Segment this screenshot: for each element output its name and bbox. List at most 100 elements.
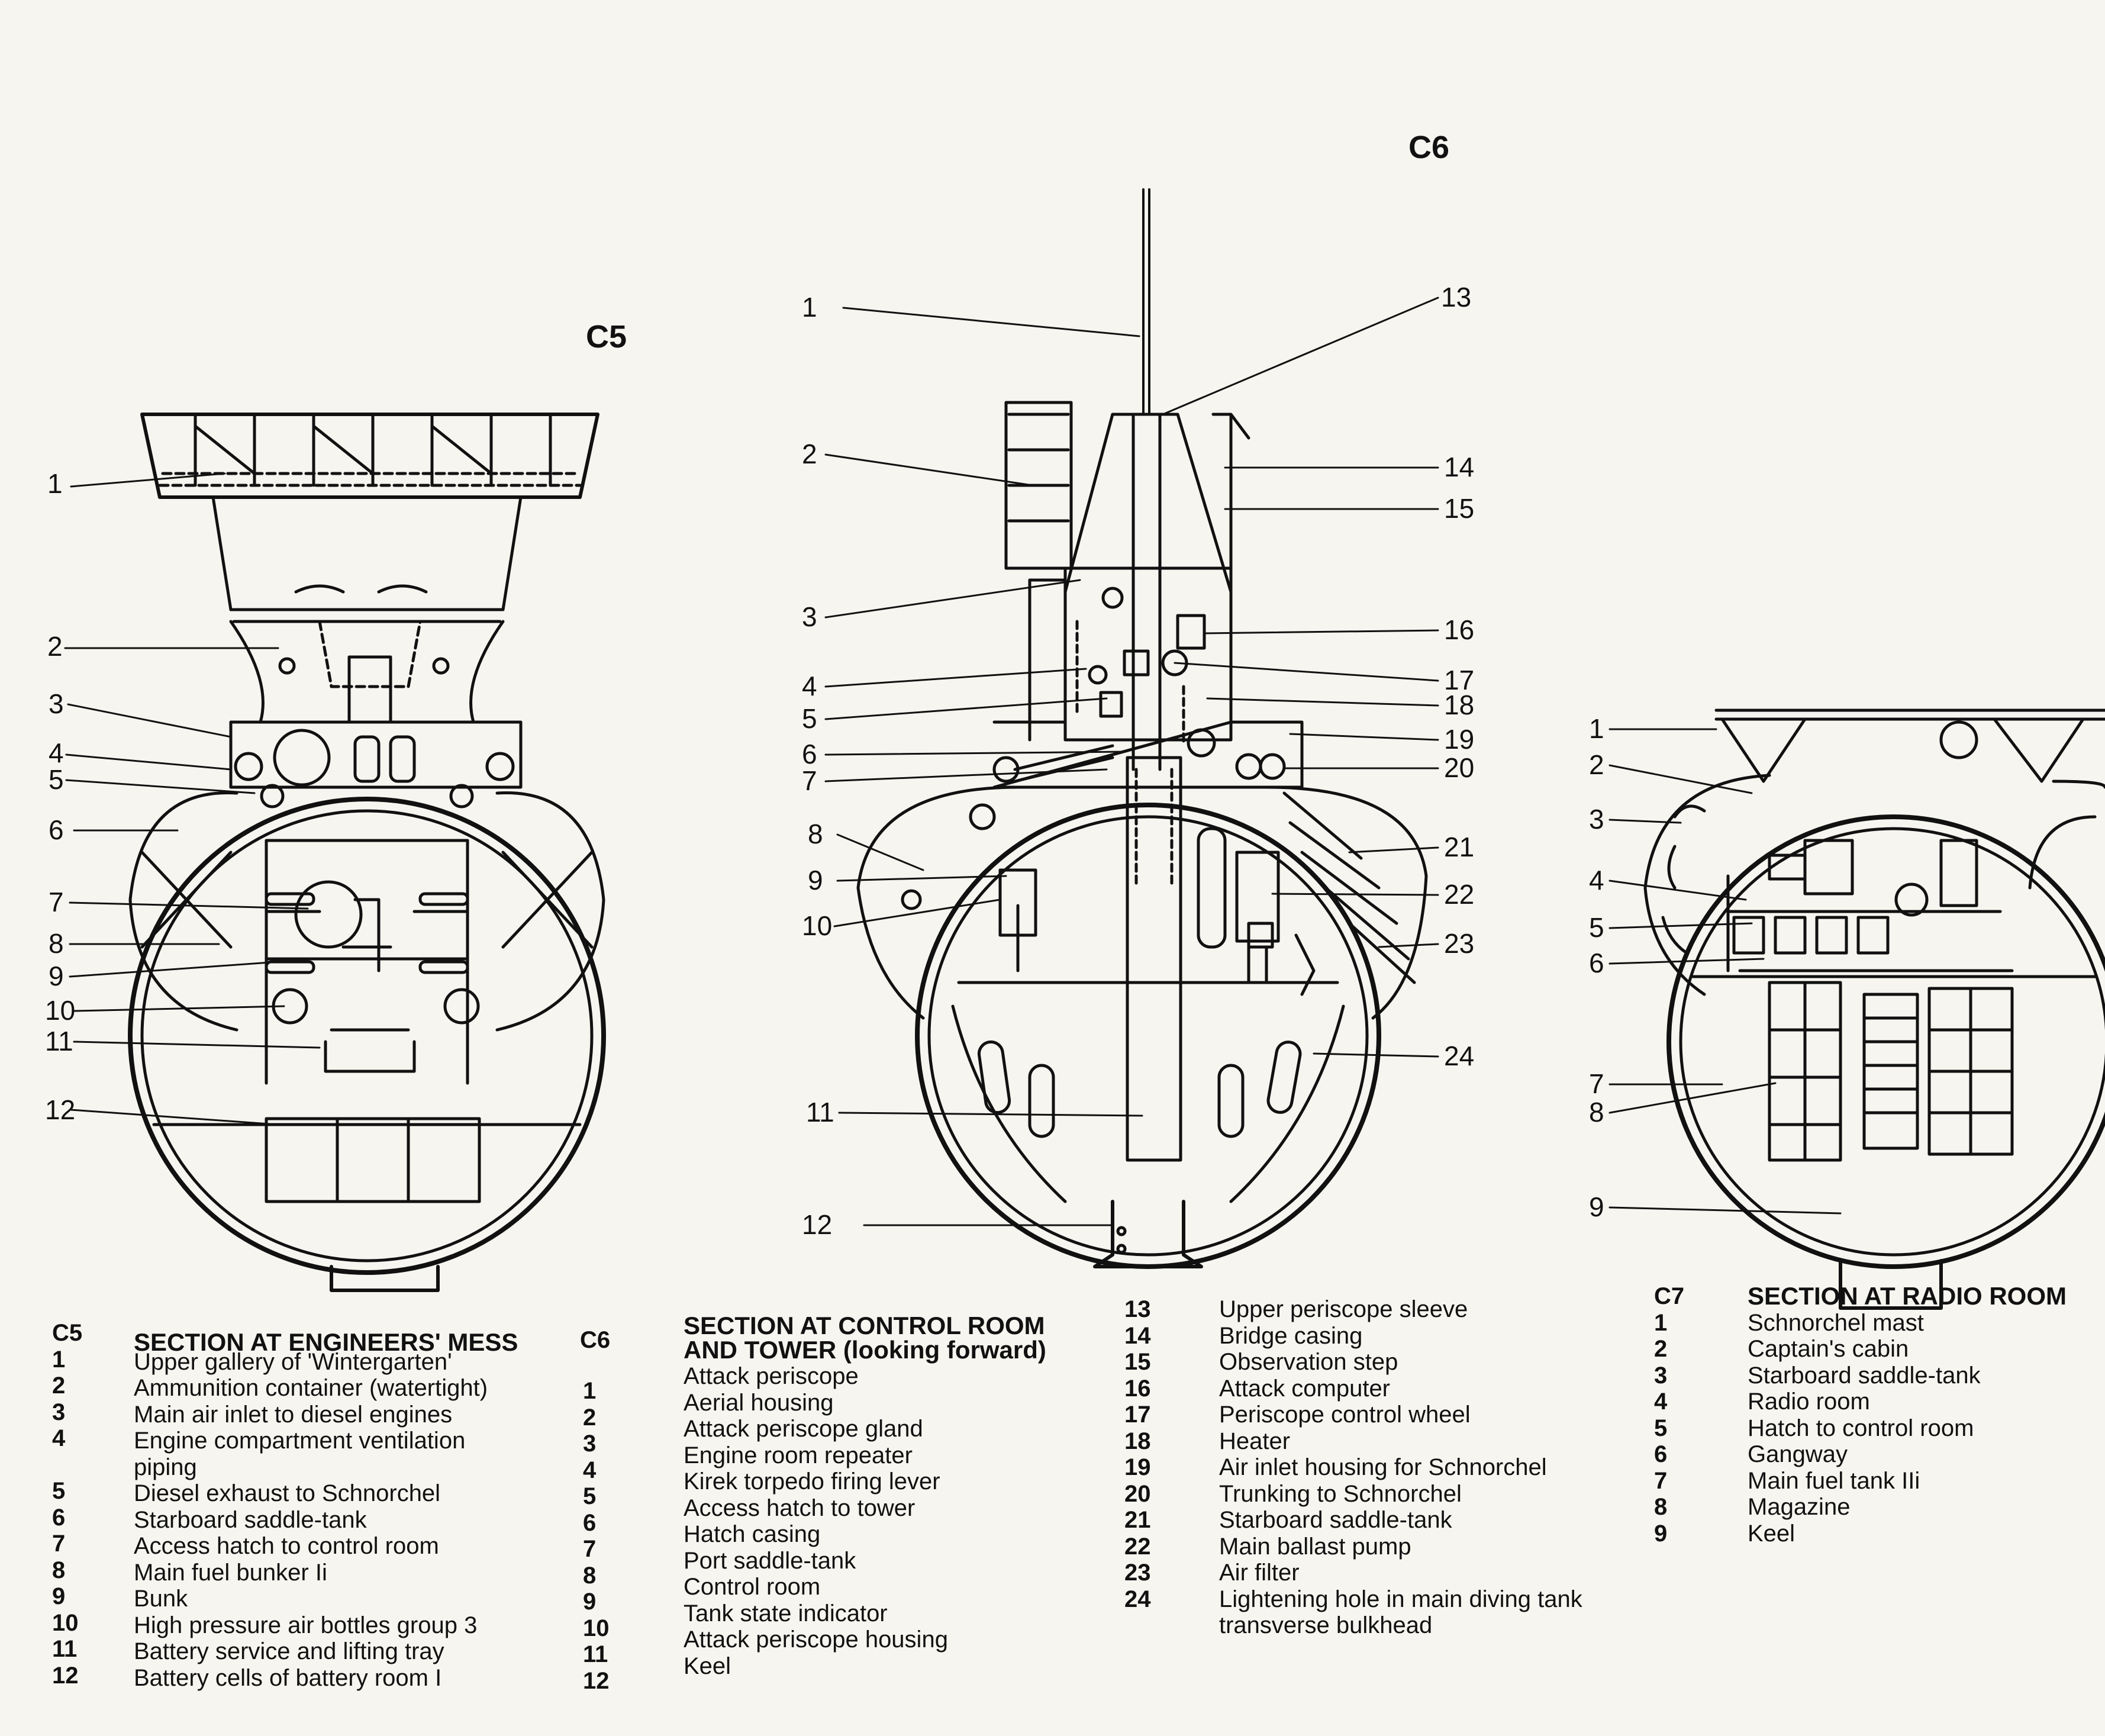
c6a-legend-number: 3 <box>583 1431 597 1457</box>
c5-callout-6: 6 <box>49 814 64 845</box>
c7-callout-7: 7 <box>1589 1068 1604 1099</box>
c5-legend-number: 7 <box>52 1531 66 1557</box>
c6b-legend-label: Attack computer <box>1219 1375 1391 1402</box>
c7-legend-label: Starboard saddle-tank <box>1748 1362 1981 1389</box>
c6a-legend-label: Aerial housing <box>684 1389 834 1416</box>
c6b-legend-number: 19 <box>1124 1454 1151 1480</box>
c6a-legend-number: 6 <box>583 1509 597 1536</box>
c7-callout-2: 2 <box>1589 749 1604 780</box>
c7-callout-8: 8 <box>1589 1097 1604 1128</box>
c6b-legend-label: Main ballast pump <box>1219 1533 1411 1560</box>
c7-callout-9: 9 <box>1589 1191 1604 1222</box>
c7-legend-number: 4 <box>1654 1389 1668 1415</box>
c5-callout-7: 7 <box>49 887 64 917</box>
c6b-legend-label: Periscope control wheel <box>1219 1402 1471 1428</box>
c6a-legend-label: Hatch casing <box>684 1521 821 1547</box>
c6b-legend-number: 22 <box>1124 1533 1151 1560</box>
c5-callout-2: 2 <box>47 631 63 662</box>
c6a-legend-number: 5 <box>583 1483 597 1509</box>
c6a-legend-number: 11 <box>583 1641 608 1667</box>
c6b-legend-number: 15 <box>1124 1349 1151 1375</box>
c7-callout-3: 3 <box>1589 804 1604 835</box>
c5-legend-label: Ammunition container (watertight) <box>134 1375 488 1401</box>
c6b-legend-number: 21 <box>1124 1507 1151 1533</box>
c7-callout-1: 1 <box>1589 713 1604 744</box>
c5-callout-4: 4 <box>49 737 64 768</box>
c5-legend-number: 12 <box>52 1662 79 1689</box>
c5-legend-number <box>52 1452 134 1479</box>
c7-legend-label: Schnorchel mast <box>1748 1309 1924 1336</box>
c5-legend-label: High pressure air bottles group 3 <box>134 1612 478 1638</box>
c7-legend-number: 8 <box>1654 1494 1668 1520</box>
c5-legend-label: piping <box>134 1454 197 1480</box>
c6-callout-14: 14 <box>1444 452 1475 482</box>
c6a-legend-number: 2 <box>583 1404 597 1431</box>
c5-legend-number: 3 <box>52 1399 66 1425</box>
c5-callout-12: 12 <box>45 1094 76 1125</box>
c6-cross-section <box>856 188 1428 1269</box>
c7-legend-number: 6 <box>1654 1441 1668 1467</box>
c6-callout-23: 23 <box>1444 928 1475 959</box>
c7-callout-4: 4 <box>1589 865 1604 896</box>
c5-legend-title: SECTION AT ENGINEERS' MESS <box>134 1328 518 1356</box>
c6a-legend-label: Port saddle-tank <box>684 1547 856 1574</box>
c5-legend-number: 9 <box>52 1583 66 1609</box>
c7-legend-id: C7 <box>1654 1283 1685 1309</box>
c5-legend-label: Access hatch to control room <box>134 1533 439 1559</box>
c5-legend-number: 8 <box>52 1557 66 1583</box>
c6-callout-6: 6 <box>802 739 817 769</box>
c6a-legend-number: 9 <box>583 1589 597 1615</box>
c5-legend-labels: Upper gallery of 'Wintergarten'Ammunitio… <box>134 1349 518 1692</box>
c6a-legend-number: 8 <box>583 1562 597 1589</box>
c6b-legend-number: 18 <box>1124 1428 1151 1454</box>
c6b-legend-number: 23 <box>1124 1560 1151 1586</box>
c5-callout-9: 9 <box>49 961 64 991</box>
c6-callout-20: 20 <box>1444 752 1475 783</box>
c6a-legend-label: Keel <box>684 1653 731 1679</box>
c5-legend-label: Battery cells of battery room I <box>134 1664 442 1691</box>
c7-legend-label: Hatch to control room <box>1748 1415 1974 1441</box>
c6-callout-22: 22 <box>1444 879 1475 910</box>
c5-callout-11: 11 <box>45 1026 73 1057</box>
c6a-legend-label: Attack periscope gland <box>684 1416 923 1442</box>
c6a-legend-label: Control room <box>684 1574 821 1600</box>
c6-callout-5: 5 <box>802 703 817 734</box>
c6b-legend-number: 13 <box>1124 1296 1151 1322</box>
c5-legend-number: 1 <box>52 1346 66 1373</box>
c6b-legend-number: 16 <box>1124 1375 1151 1402</box>
c6-legend-title-2: AND TOWER (looking forward) <box>684 1335 1046 1364</box>
c5-legend-label: Main air inlet to diesel engines <box>134 1401 453 1428</box>
c5-section-id: C5 <box>586 319 627 355</box>
c7-legend-number: 3 <box>1654 1362 1668 1389</box>
c6b-legend-label: Trunking to Schnorchel <box>1219 1480 1462 1507</box>
c5-legend-label: Battery service and lifting tray <box>134 1638 444 1664</box>
c6-callout-15: 15 <box>1444 493 1475 524</box>
c6b-legend-label: Lightening hole in main diving tank <box>1219 1586 1582 1612</box>
c6a-legend-number: 12 <box>583 1667 610 1694</box>
c6-section-id: C6 <box>1408 130 1450 165</box>
c5-legend-label: Main fuel bunker Ii <box>134 1559 327 1586</box>
c6a-legend-number: 10 <box>583 1615 610 1641</box>
c6a-legend-label: Tank state indicator <box>684 1600 888 1627</box>
c5-legend-number: 2 <box>52 1373 66 1399</box>
c6-callout-9: 9 <box>808 865 823 896</box>
c6b-legend-label: Bridge casing <box>1219 1322 1363 1349</box>
c7-legend-label: Keel <box>1748 1520 1795 1547</box>
c6-callout-2: 2 <box>802 439 817 469</box>
c6b-legend-label: Heater <box>1219 1428 1291 1454</box>
c6-callout-16: 16 <box>1444 614 1475 645</box>
c5-legend-number: 10 <box>52 1609 79 1636</box>
c6b-legend-number: 24 <box>1124 1586 1151 1612</box>
c6-callout-10: 10 <box>802 910 833 941</box>
c6b-legend-label: Observation step <box>1219 1349 1398 1375</box>
c5-legend-number: 11 <box>52 1636 78 1662</box>
c6b-legend-number: 14 <box>1124 1322 1151 1349</box>
c6-legend-id: C6 <box>580 1327 611 1353</box>
